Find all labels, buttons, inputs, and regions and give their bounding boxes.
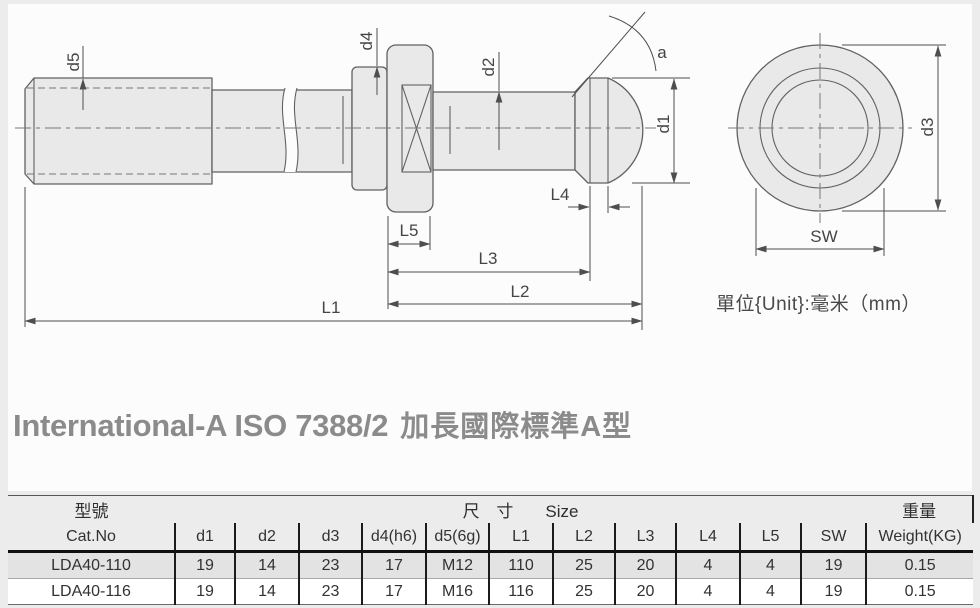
dim-label-d5: d5: [64, 53, 83, 72]
cell: 4: [739, 578, 801, 605]
cell: 25: [552, 578, 615, 605]
shaft-break-line-right: [293, 87, 299, 173]
cell: 23: [298, 551, 362, 579]
cell: 116: [488, 578, 553, 605]
dim-label-L4: L4: [551, 185, 570, 204]
table-row: LDA40-110 19 14 23 17 M12 110 25 20 4 4 …: [8, 551, 974, 579]
dim-label-L2: L2: [511, 282, 530, 301]
dimension-lines: [24, 28, 942, 325]
column-header: L3: [614, 523, 676, 553]
cell: M12: [425, 551, 489, 579]
column-header: d3: [298, 523, 362, 553]
pull-stud-side-view: [15, 11, 657, 213]
dim-label-L1: L1: [322, 298, 341, 317]
cell: 19: [799, 578, 867, 605]
title-english: International-A ISO 7388/2: [13, 408, 389, 443]
column-header-row: Cat.No d1 d2 d3 d4(h6) d5(6g) L1 L2 L3 L…: [8, 523, 974, 553]
cell: 20: [614, 578, 676, 605]
group-header-model: 型號: [74, 502, 109, 521]
spec-table: 型號 尺 寸 Size 重量 Cat.No d1 d2 d3 d4(h6) d5(…: [8, 495, 975, 605]
group-header-weight: 重量: [866, 495, 975, 523]
cell: 23: [298, 578, 362, 605]
shaft-break-line-left: [281, 87, 287, 173]
cell: 4: [739, 551, 801, 579]
taper-angle-line: [571, 11, 646, 98]
column-header: Cat.No: [8, 523, 175, 553]
column-header: d2: [234, 523, 299, 553]
cell: 14: [234, 551, 299, 579]
group-header-row: 型號 尺 寸 Size 重量: [8, 495, 975, 524]
dim-label-d1: d1: [654, 115, 673, 134]
cell: 19: [174, 578, 235, 605]
pull-stud-end-view: [728, 33, 912, 223]
title-chinese: 加長國際標準A型: [400, 411, 633, 443]
groove-box: [401, 84, 432, 173]
dim-label-angle-a: a: [657, 43, 667, 62]
shaft-section: [211, 89, 353, 173]
cell: 19: [799, 551, 867, 579]
dim-label-L3: L3: [479, 249, 498, 268]
cell: 19: [174, 551, 235, 579]
head-d1: [574, 77, 644, 184]
cell: 4: [675, 578, 740, 605]
cell: 0.15: [865, 578, 974, 605]
page-title: International-A ISO 7388/2 加長國際標準A型: [13, 403, 632, 445]
column-header: SW: [799, 523, 867, 553]
column-header: Weight(KG): [865, 523, 974, 553]
cell: 14: [234, 578, 299, 605]
column-header: d4(h6): [361, 523, 426, 553]
cell: 4: [675, 551, 740, 579]
cell: 110: [488, 551, 553, 579]
dim-label-d3: d3: [918, 118, 937, 137]
cell: 20: [614, 551, 676, 579]
cell: 17: [361, 578, 426, 605]
column-header: L4: [675, 523, 740, 553]
thread-section: [24, 77, 213, 185]
column-header: L1: [488, 523, 553, 553]
column-header: L2: [552, 523, 615, 553]
dim-label-SW: SW: [810, 227, 837, 246]
table-row: LDA40-116 19 14 23 17 M16 116 25 20 4 4 …: [8, 578, 974, 605]
group-header-size-en: Size: [545, 502, 579, 521]
column-header: d5(6g): [425, 523, 489, 553]
extension-lines: [24, 44, 946, 330]
group-header-size: 尺 寸 Size: [175, 496, 866, 524]
cell: 25: [552, 551, 615, 579]
dim-label-L5: L5: [400, 221, 419, 240]
cell-catno: LDA40-110: [8, 551, 175, 579]
cell: 17: [361, 551, 426, 579]
neck-d2: [432, 91, 576, 171]
cell: 0.15: [865, 551, 974, 579]
unit-note: 單位{Unit}:毫米（mm）: [716, 294, 921, 315]
cell: M16: [425, 578, 489, 605]
column-header: d1: [174, 523, 235, 553]
cell-catno: LDA40-116: [8, 578, 175, 605]
column-header: L5: [739, 523, 801, 553]
dimension-labels: d5 d4 d2 d1 d3 a L4 L5 L3 L2 L1 SW: [64, 32, 937, 317]
technical-drawing: d5 d4 d2 d1 d3 a L4 L5 L3 L2 L1 SW: [15, 11, 946, 330]
dim-label-d2: d2: [479, 58, 498, 77]
taper-angle-arc: [608, 15, 657, 72]
dim-label-d4: d4: [357, 32, 376, 51]
group-header-size-zh: 尺 寸: [462, 502, 520, 521]
